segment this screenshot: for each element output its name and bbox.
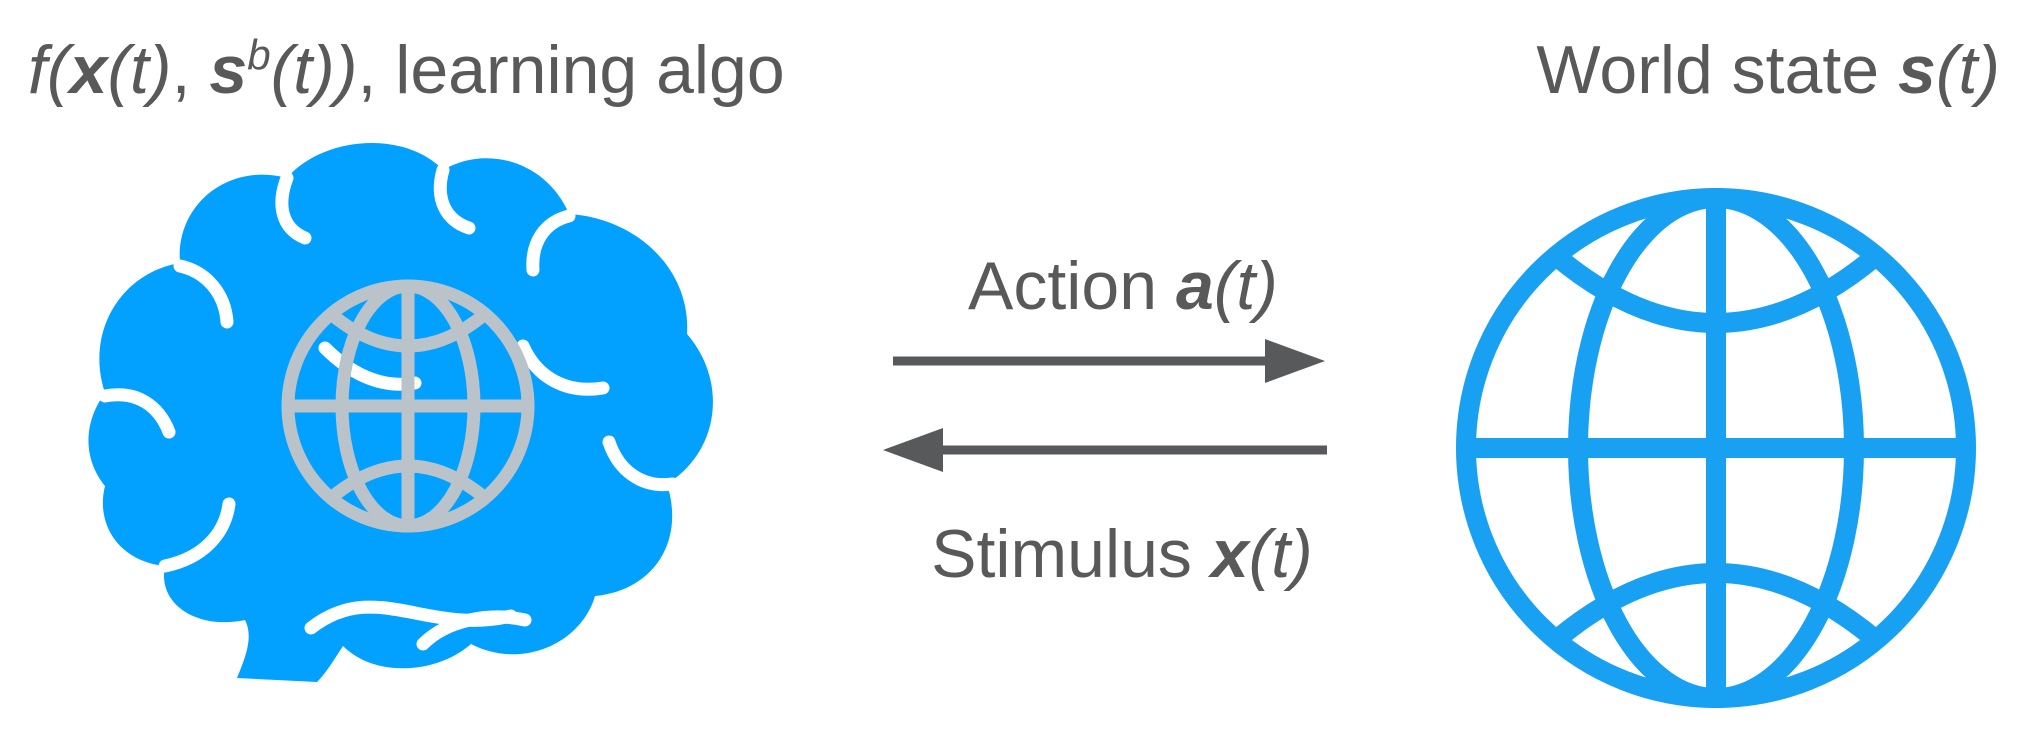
- stimulus-label: Stimulus x(t): [862, 520, 1382, 588]
- stimulus-label-prefix: Stimulus: [931, 516, 1211, 592]
- inner-globe-icon: [281, 279, 535, 533]
- brain-with-globe-icon: [88, 143, 713, 683]
- agent-caption-comma: ,: [171, 32, 210, 108]
- action-label-t: (t): [1213, 248, 1278, 324]
- agent-caption-t1: (t): [107, 32, 172, 108]
- agent-caption-t2: (t)): [270, 32, 358, 108]
- agent-caption-f-open: f(: [28, 32, 70, 108]
- agent-caption-suffix: , learning algo: [357, 32, 785, 108]
- stimulus-label-x: x: [1210, 516, 1249, 592]
- agent-caption-sup-b: b: [247, 31, 271, 79]
- stimulus-arrow-left-icon: [883, 428, 1327, 472]
- stimulus-label-t: (t): [1248, 516, 1313, 592]
- globe-icon: [1456, 188, 1976, 708]
- world-caption-prefix: World state: [1536, 32, 1898, 108]
- world-caption: World state s(t): [1420, 36, 2000, 104]
- brain-silhouette: [88, 143, 713, 683]
- action-label: Action a(t): [863, 252, 1383, 320]
- agent-caption-x: x: [69, 32, 108, 108]
- action-arrow-right-icon: [893, 339, 1325, 383]
- action-label-prefix: Action: [968, 248, 1176, 324]
- action-label-a: a: [1175, 248, 1214, 324]
- agent-caption-s: s: [209, 32, 248, 108]
- world-caption-t: (t): [1935, 32, 2000, 108]
- brain-sulci-lines: [98, 163, 680, 651]
- agent-caption: f(x(t), sb(t)), learning algo: [28, 34, 785, 104]
- world-caption-s: s: [1897, 32, 1936, 108]
